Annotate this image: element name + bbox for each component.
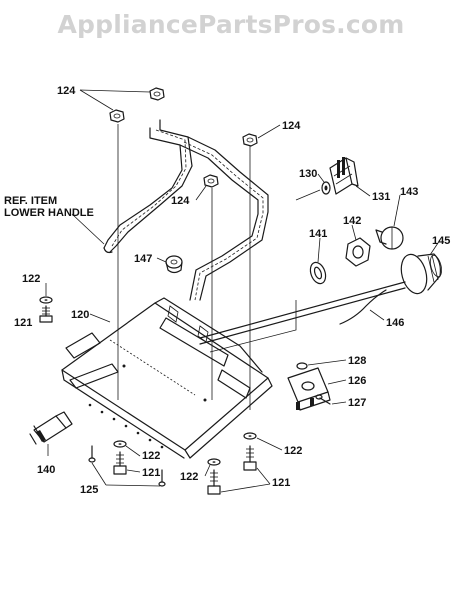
cap-143: [375, 226, 404, 250]
callout-120: 120: [71, 309, 89, 321]
washer-130: [321, 181, 331, 195]
knob-145: [400, 253, 443, 295]
callout-141: 141: [309, 228, 327, 240]
bushing-147: [165, 255, 183, 274]
callout-121: 121: [14, 317, 32, 329]
nut-142: [345, 237, 371, 267]
callout-128: 128: [348, 355, 366, 367]
nut-124-right: [242, 133, 258, 147]
callout-124: 124: [57, 85, 76, 97]
callout-143: 143: [400, 186, 418, 198]
washer-122-right-upper: [243, 432, 257, 440]
callout-122: 122: [22, 273, 40, 285]
washer-122-right-lower: [207, 458, 221, 466]
callout-126: 126: [348, 375, 366, 387]
leader-lines: [45, 89, 441, 493]
shaft: [199, 287, 406, 345]
callout-124: 124: [282, 120, 301, 132]
screw-125-right: [158, 469, 166, 487]
screw-127: [315, 394, 331, 405]
callout-127: 127: [348, 397, 366, 409]
ref-note-line-1: REF. ITEM: [4, 195, 57, 207]
bolt-121-left: [39, 305, 53, 323]
nut-124-top: [149, 87, 165, 101]
base-frame-120: [61, 297, 273, 459]
callout-124: 124: [171, 195, 190, 207]
wire-146: [339, 289, 387, 325]
upper-handle: [103, 119, 269, 301]
switch-126: [287, 367, 331, 411]
callout-145: 145: [432, 235, 450, 247]
callout-142: 142: [343, 215, 361, 227]
callout-122: 122: [142, 450, 160, 462]
ref-note-line-2: LOWER HANDLE: [4, 207, 94, 219]
bolt-121-right: [243, 445, 257, 471]
bolt-121-bottom: [113, 451, 127, 475]
washer-128: [296, 362, 308, 370]
connector-140: [29, 411, 73, 445]
callout-131: 131: [372, 191, 390, 203]
screw-125-left: [88, 445, 96, 463]
shaft: [199, 281, 406, 339]
callout-121: 121: [272, 477, 290, 489]
callout-125: 125: [80, 484, 98, 496]
callout-146: 146: [386, 317, 404, 329]
callout-122: 122: [284, 445, 302, 457]
callout-labels: 124 124 124 130 131 143 142 141 145 147 …: [14, 85, 450, 496]
callout-147: 147: [134, 253, 152, 265]
washer-122-left: [39, 296, 53, 304]
callout-140: 140: [37, 464, 55, 476]
alignment-line: [295, 189, 321, 201]
bolt-121-center: [207, 469, 221, 495]
leader-bracket: [209, 300, 297, 353]
washer-141: [309, 261, 327, 285]
callout-121: 121: [142, 467, 160, 479]
callout-130: 130: [299, 168, 317, 180]
bracket-131: [329, 157, 359, 195]
callout-122: 122: [180, 471, 198, 483]
watermark: AppliancePartsPros.com: [57, 10, 405, 39]
nut-124-center: [203, 174, 219, 188]
washer-122-bottom: [113, 440, 127, 448]
nut-124-left: [109, 109, 125, 123]
